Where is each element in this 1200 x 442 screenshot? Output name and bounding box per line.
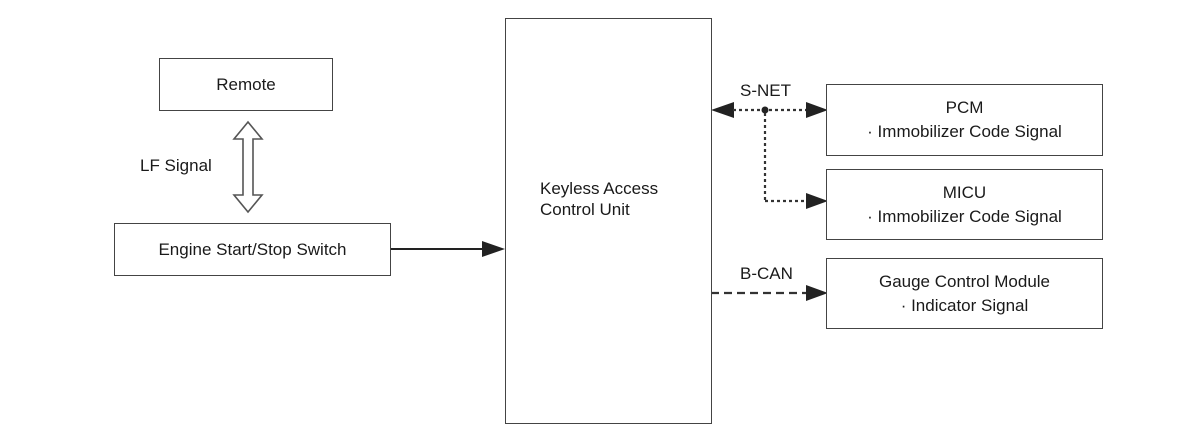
snet-junction-dot	[761, 106, 769, 114]
gauge-signal: · Indicator Signal	[900, 295, 1029, 315]
bcan-to-gauge-arrowhead	[806, 285, 828, 301]
pcm-signal: · Immobilizer Code Signal	[867, 122, 1062, 141]
engine-start-stop-switch-label: Engine Start/Stop Switch	[158, 239, 347, 259]
bcan-label: B-CAN	[740, 264, 793, 283]
pcm-title: PCM	[945, 98, 984, 117]
lf-signal-label: LF Signal	[140, 156, 212, 175]
control-unit-line2: Control Unit	[540, 200, 630, 219]
remote-label: Remote	[216, 74, 276, 94]
keyless-access-control-unit-box	[505, 18, 712, 424]
switch-to-ecu-arrowhead	[482, 241, 505, 257]
gauge-title: Gauge Control Module	[878, 271, 1051, 291]
snet-label: S-NET	[740, 81, 791, 100]
engine-start-stop-switch-box: Engine Start/Stop Switch	[114, 223, 391, 276]
keyless-access-control-unit-label: Keyless Access Control Unit	[540, 178, 658, 220]
lf-signal-double-arrow	[232, 120, 264, 214]
remote-box: Remote	[159, 58, 333, 111]
control-unit-line1: Keyless Access	[540, 179, 659, 198]
snet-left-arrowhead	[711, 102, 734, 118]
snet-to-pcm-arrowhead	[806, 102, 828, 118]
pcm-box: PCM · Immobilizer Code Signal	[826, 84, 1103, 156]
micu-box: MICU · Immobilizer Code Signal	[826, 169, 1103, 240]
gauge-control-module-box: Gauge Control Module · Indicator Signal	[826, 258, 1103, 329]
micu-title: MICU	[942, 182, 987, 202]
snet-to-micu-arrowhead	[806, 193, 828, 209]
micu-signal: · Immobilizer Code Signal	[867, 206, 1062, 226]
